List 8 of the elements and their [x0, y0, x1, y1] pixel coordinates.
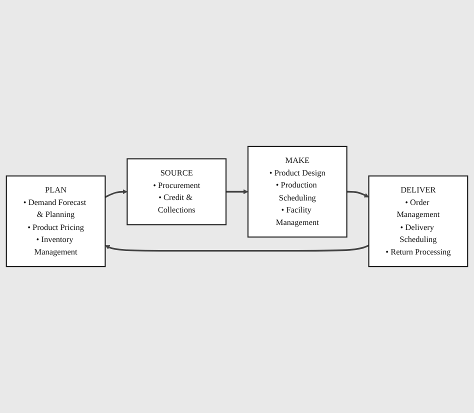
node-box: SOURCE • Procurement • Credit & Collections	[126, 158, 227, 226]
node-box: PLAN • Demand Forecast & Planning • Product Pricing • Inventory Management	[6, 175, 106, 268]
arrow	[105, 244, 370, 252]
arrow	[226, 189, 248, 194]
node-box: MAKE • Product Design • Production Scheduling • Facility Management	[247, 146, 348, 238]
node-box: DELIVER • Order Management • Delivery Scheduling • Return Processing	[368, 175, 468, 268]
arrow	[104, 189, 128, 198]
arrow	[346, 190, 369, 198]
